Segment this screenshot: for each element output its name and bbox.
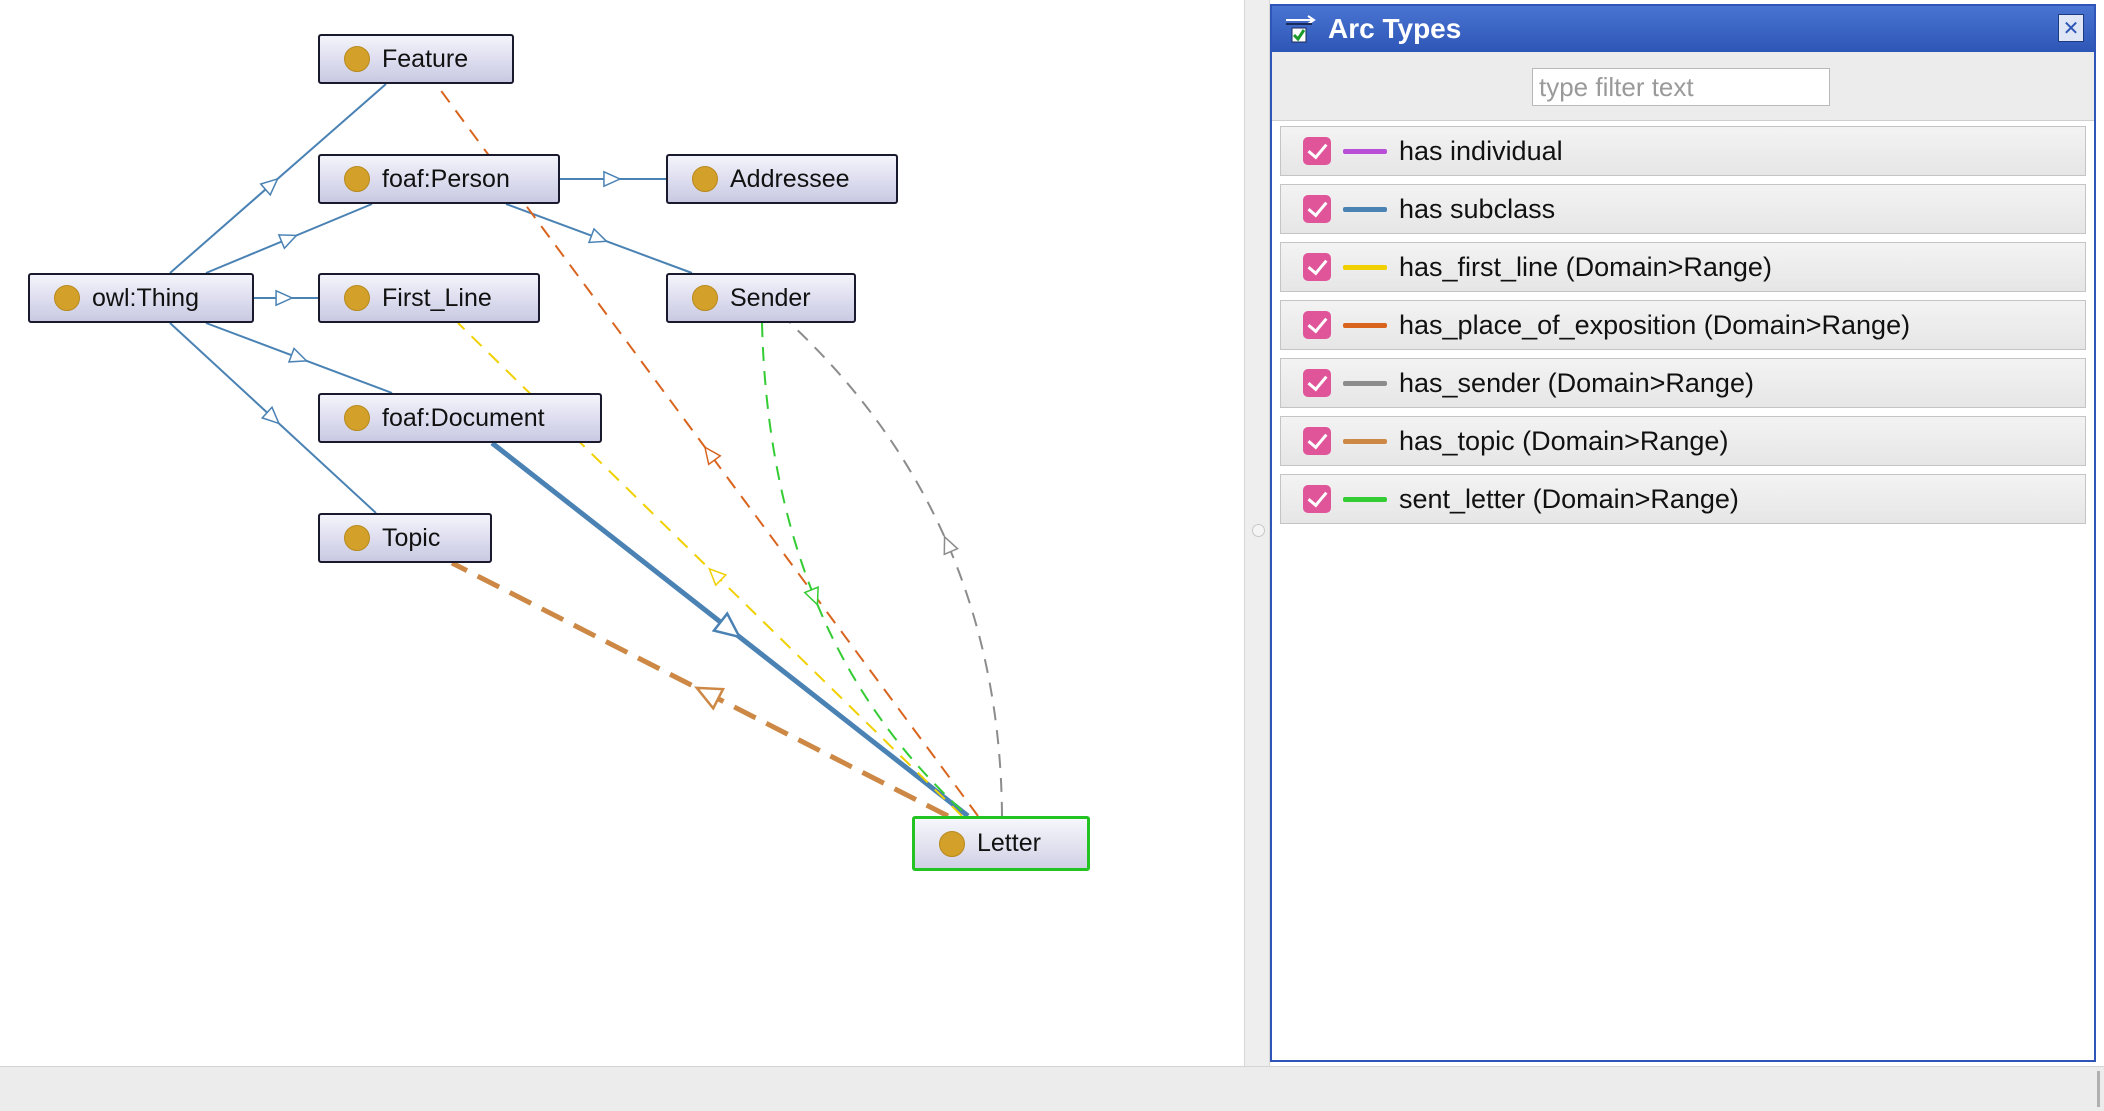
node-foaf-document[interactable]: foaf:Document (318, 393, 602, 443)
checkbox[interactable] (1303, 137, 1331, 165)
checkbox[interactable] (1303, 311, 1331, 339)
node-sender[interactable]: Sender (666, 273, 856, 323)
resize-grip-icon[interactable] (2097, 1071, 2100, 1107)
class-icon (344, 285, 370, 311)
arc-type-row[interactable]: sent_letter (Domain>Range) (1280, 474, 2086, 524)
splitter-grip-icon[interactable] (1252, 524, 1265, 537)
arc-type-row[interactable]: has_topic (Domain>Range) (1280, 416, 2086, 466)
class-icon (54, 285, 80, 311)
node-letter[interactable]: Letter (912, 816, 1090, 871)
arc-color-swatch (1343, 148, 1387, 154)
panel-splitter[interactable] (1244, 0, 1270, 1066)
node-label: Feature (382, 44, 469, 73)
node-topic[interactable]: Topic (318, 513, 492, 563)
class-icon (939, 830, 965, 857)
node-label: foaf:Document (382, 403, 545, 432)
arrowhead-icon (603, 170, 622, 188)
filter-input[interactable] (1532, 68, 1830, 106)
close-icon[interactable]: ✕ (2058, 14, 2084, 42)
ontology-graph-canvas[interactable]: Feature foaf:Person Addressee owl:Thing … (0, 0, 1244, 1066)
arc-color-swatch (1343, 322, 1387, 328)
arc-type-row[interactable]: has individual (1280, 126, 2086, 176)
node-owl-thing[interactable]: owl:Thing (28, 273, 254, 323)
class-icon (692, 166, 718, 192)
node-label: Sender (730, 283, 811, 312)
status-bar (0, 1066, 2104, 1111)
checkbox[interactable] (1303, 195, 1331, 223)
node-label: Topic (382, 523, 441, 552)
arc-type-label: has subclass (1399, 193, 1556, 224)
arc-type-list: has individual has subclass has_first_line… (1280, 126, 2086, 532)
class-icon (344, 46, 370, 72)
arrowhead-icon (694, 686, 726, 711)
arc-types-icon (1284, 12, 1318, 46)
node-feature[interactable]: Feature (318, 34, 514, 84)
graph-edge (450, 560, 950, 819)
node-foaf-person[interactable]: foaf:Person (318, 154, 560, 204)
arrowhead-icon (260, 405, 281, 425)
class-icon (344, 405, 370, 431)
arc-type-label: has_first_line (Domain>Range) (1399, 251, 1772, 282)
arrowhead-icon (803, 586, 819, 607)
panel-title: Arc Types (1328, 13, 1462, 44)
class-icon (692, 285, 718, 311)
arc-type-label: has individual (1399, 135, 1563, 166)
node-label: Addressee (730, 164, 850, 193)
checkbox[interactable] (1303, 427, 1331, 455)
arrowhead-icon (287, 347, 309, 363)
arc-type-row[interactable]: has_sender (Domain>Range) (1280, 358, 2086, 408)
arrowhead-icon (275, 289, 294, 307)
arrowhead-icon (703, 445, 722, 466)
node-label: First_Line (382, 283, 492, 312)
arc-color-swatch (1343, 380, 1387, 386)
arc-color-swatch (1343, 496, 1387, 502)
arc-type-label: has_sender (Domain>Range) (1399, 367, 1754, 398)
arrowhead-icon (711, 611, 742, 639)
arrowhead-icon (587, 227, 609, 244)
graph-edge (789, 322, 1003, 817)
graph-edge (761, 322, 969, 817)
arrowhead-icon (277, 234, 299, 250)
class-icon (344, 525, 370, 551)
graph-edge (435, 83, 979, 817)
arc-type-label: sent_letter (Domain>Range) (1399, 483, 1739, 514)
arc-type-label: has_place_of_exposition (Domain>Range) (1399, 309, 1911, 340)
node-addressee[interactable]: Addressee (666, 154, 898, 204)
arc-type-row[interactable]: has_first_line (Domain>Range) (1280, 242, 2086, 292)
class-icon (344, 166, 370, 192)
arc-color-swatch (1343, 206, 1387, 212)
arrowhead-icon (708, 567, 728, 587)
checkbox[interactable] (1303, 485, 1331, 513)
checkbox[interactable] (1303, 369, 1331, 397)
filter-area (1272, 52, 2094, 121)
node-label: foaf:Person (382, 164, 510, 193)
arc-color-swatch (1343, 438, 1387, 444)
arc-type-label: has_topic (Domain>Range) (1399, 425, 1729, 456)
panel-titlebar[interactable]: Arc Types ✕ (1272, 6, 2094, 52)
arrowhead-icon (259, 177, 279, 197)
arc-color-swatch (1343, 264, 1387, 270)
arc-type-row[interactable]: has subclass (1280, 184, 2086, 234)
node-first-line[interactable]: First_Line (318, 273, 540, 323)
node-label: owl:Thing (92, 283, 199, 312)
arc-type-row[interactable]: has_place_of_exposition (Domain>Range) (1280, 300, 2086, 350)
checkbox[interactable] (1303, 253, 1331, 281)
arrowhead-icon (943, 535, 959, 556)
graph-edges (169, 83, 1003, 819)
node-label: Letter (977, 829, 1041, 857)
